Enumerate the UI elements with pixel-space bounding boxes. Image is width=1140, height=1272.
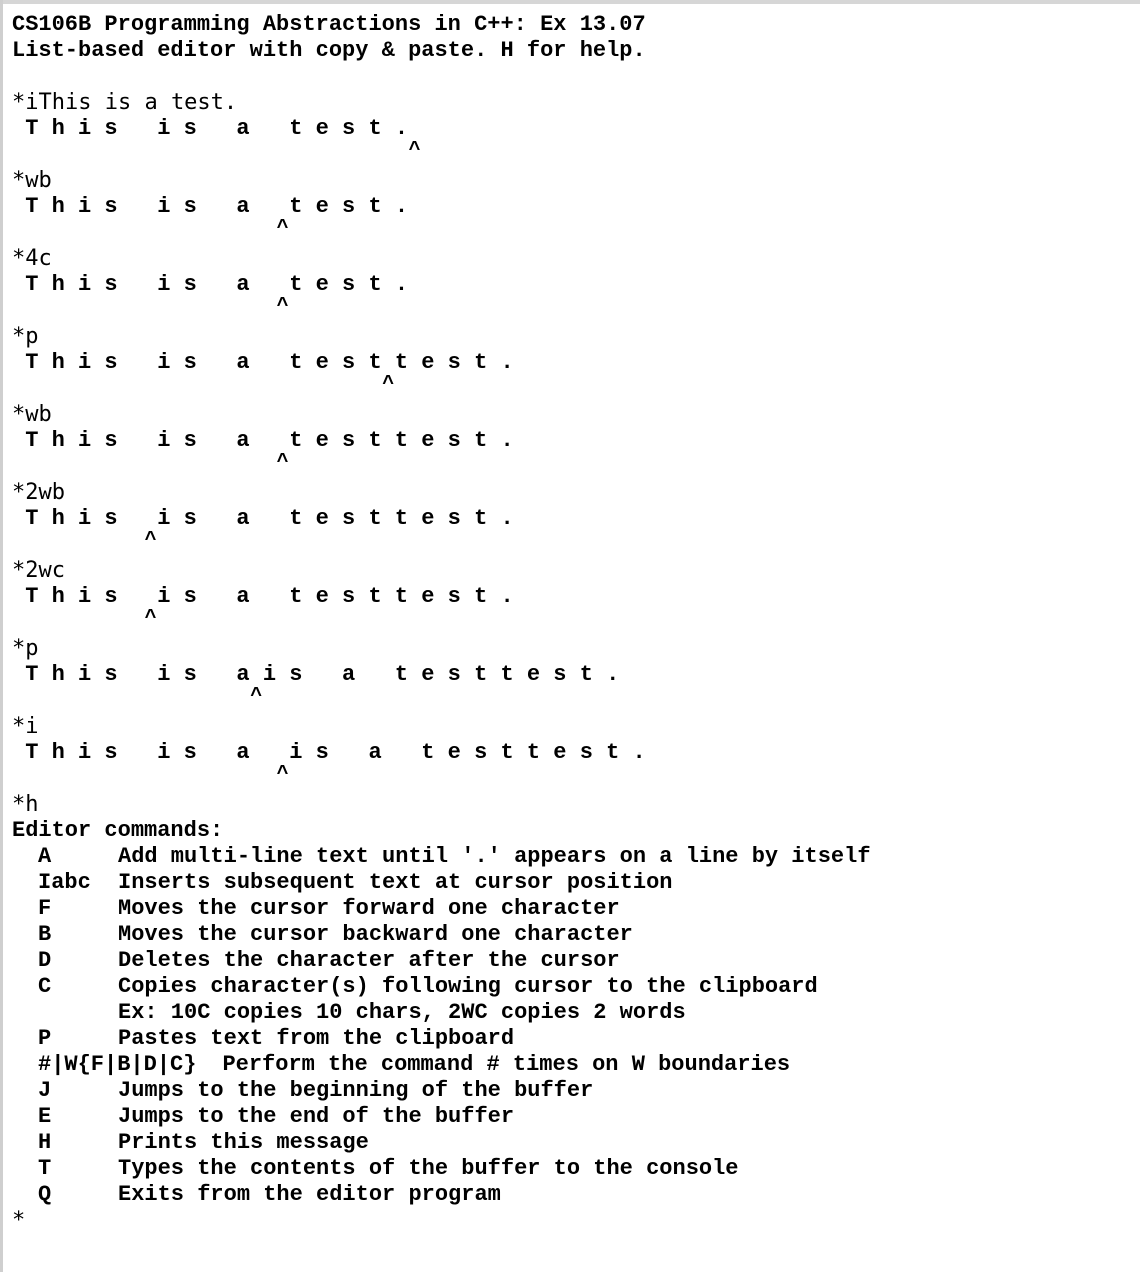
window-left-border	[0, 0, 3, 1272]
cursor-caret: ^	[276, 295, 289, 318]
cursor-line: ^	[12, 373, 1132, 402]
help-command-row: P Pastes text from the clipboard	[12, 1026, 1132, 1052]
help-command-key: F	[38, 896, 52, 921]
help-command-key: J	[38, 1078, 52, 1103]
buffer-display: T h i s i s a t e s t t e s t .	[12, 350, 514, 375]
help-command-description: Exits from the editor program	[118, 1182, 501, 1207]
help-heading: Editor commands:	[12, 818, 224, 843]
cursor-line: ^	[12, 685, 1132, 714]
help-command-row: #|W{F|B|D|C} Perform the command # times …	[12, 1052, 1132, 1078]
command-line: *p	[12, 636, 39, 661]
cursor-line: ^	[12, 217, 1132, 246]
help-command-row: C Copies character(s) following cursor to…	[12, 974, 1132, 1000]
cursor-line: ^	[12, 295, 1132, 324]
cursor-caret: ^	[144, 607, 157, 630]
cursor-caret: ^	[276, 217, 289, 240]
cursor-caret: ^	[408, 139, 421, 162]
help-command-row: H Prints this message	[12, 1130, 1132, 1156]
command-line: *iThis is a test.	[12, 90, 238, 115]
session-log: *iThis is a test. T h i s i s a t e s t …	[12, 90, 1132, 792]
help-command-row: D Deletes the character after the cursor	[12, 948, 1132, 974]
buffer-display: T h i s i s a i s a t e s t t e s t .	[12, 662, 620, 687]
cursor-caret: ^	[276, 763, 289, 786]
blank-line	[12, 64, 1132, 90]
command-line: *i	[12, 714, 39, 739]
buffer-display: T h i s i s a t e s t t e s t .	[12, 506, 514, 531]
command-line: *2wb	[12, 480, 65, 505]
help-command-description: Jumps to the end of the buffer	[118, 1104, 515, 1129]
help-command-key: H	[38, 1130, 52, 1155]
help-command-description: Types the contents of the buffer to the …	[118, 1156, 739, 1181]
window-top-border	[0, 0, 1140, 4]
command-line: *wb	[12, 168, 52, 193]
help-command-key: #|W{F|B|D|C}	[38, 1052, 197, 1077]
help-command-line: *h	[12, 792, 39, 817]
cursor-line: ^	[12, 607, 1132, 636]
buffer-display: T h i s i s a t e s t .	[12, 272, 409, 297]
cursor-caret: ^	[276, 451, 289, 474]
help-command-key: D	[38, 948, 52, 973]
help-command-description: Prints this message	[118, 1130, 369, 1155]
cursor-caret: ^	[382, 373, 395, 396]
help-command-key: Q	[38, 1182, 52, 1207]
cursor-caret: ^	[250, 685, 263, 708]
command-line: *wb	[12, 402, 52, 427]
help-command-description: Moves the cursor backward one character	[118, 922, 633, 947]
help-command-row: A Add multi-line text until '.' appears o…	[12, 844, 1132, 870]
help-command-key: A	[38, 844, 52, 869]
help-command-description: Ex: 10C copies 10 chars, 2WC copies 2 wo…	[118, 1000, 686, 1025]
help-command-key: P	[38, 1026, 52, 1051]
help-command-row: F Moves the cursor forward one character	[12, 896, 1132, 922]
help-command-list: A Add multi-line text until '.' appears o…	[12, 844, 1132, 1208]
help-command-row: T Types the contents of the buffer to the…	[12, 1156, 1132, 1182]
cursor-line: ^	[12, 451, 1132, 480]
program-subtitle: List-based editor with copy & paste. H f…	[12, 38, 646, 63]
help-command-row: B Moves the cursor backward one character	[12, 922, 1132, 948]
help-command-description: Perform the command # times on W boundar…	[222, 1052, 791, 1077]
cursor-line: ^	[12, 529, 1132, 558]
help-command-description: Moves the cursor forward one character	[118, 896, 620, 921]
cursor-caret: ^	[144, 529, 157, 552]
help-command-key: B	[38, 922, 52, 947]
help-command-key	[12, 1000, 118, 1026]
buffer-display: T h i s i s a t e s t .	[12, 194, 409, 219]
input-prompt[interactable]: *	[12, 1208, 26, 1233]
buffer-display: T h i s i s a i s a t e s t t e s t .	[12, 740, 646, 765]
buffer-display: T h i s i s a t e s t .	[12, 116, 409, 141]
command-line: *p	[12, 324, 39, 349]
help-command-row: Iabc Inserts subsequent text at cursor po…	[12, 870, 1132, 896]
buffer-display: T h i s i s a t e s t t e s t .	[12, 584, 514, 609]
help-command-description: Jumps to the beginning of the buffer	[118, 1078, 594, 1103]
help-command-description: Pastes text from the clipboard	[118, 1026, 515, 1051]
help-command-key: Iabc	[38, 870, 91, 895]
help-command-description: Copies character(s) following cursor to …	[118, 974, 818, 999]
command-line: *4c	[12, 246, 52, 271]
help-command-row: Ex: 10C copies 10 chars, 2WC copies 2 wo…	[12, 1000, 1132, 1026]
console-output[interactable]: CS106B Programming Abstractions in C++: …	[12, 12, 1132, 1234]
help-command-key: T	[38, 1156, 52, 1181]
command-line: *2wc	[12, 558, 65, 583]
help-command-row: E Jumps to the end of the buffer	[12, 1104, 1132, 1130]
help-command-row: Q Exits from the editor program	[12, 1182, 1132, 1208]
help-command-key: C	[38, 974, 52, 999]
help-command-description: Deletes the character after the cursor	[118, 948, 620, 973]
program-title: CS106B Programming Abstractions in C++: …	[12, 12, 646, 37]
cursor-line: ^	[12, 763, 1132, 792]
help-command-row: J Jumps to the beginning of the buffer	[12, 1078, 1132, 1104]
help-command-description: Inserts subsequent text at cursor positi…	[118, 870, 673, 895]
cursor-line: ^	[12, 139, 1132, 168]
help-command-description: Add multi-line text until '.' appears on…	[118, 844, 871, 869]
help-command-key: E	[38, 1104, 52, 1129]
buffer-display: T h i s i s a t e s t t e s t .	[12, 428, 514, 453]
